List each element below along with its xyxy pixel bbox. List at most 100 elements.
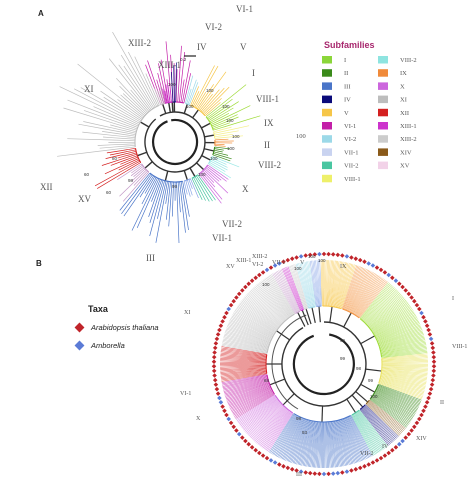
branch (344, 266, 361, 310)
branch (220, 352, 267, 359)
branch (221, 374, 267, 383)
branch (354, 275, 380, 315)
taxa-marker (217, 327, 222, 333)
branch (251, 405, 284, 440)
branch (179, 181, 186, 233)
branch (269, 413, 294, 453)
taxa-marker (428, 336, 434, 342)
branch (258, 282, 288, 320)
branch (120, 156, 139, 165)
branch (277, 415, 299, 458)
taxa-marker (218, 323, 224, 328)
branch (375, 389, 417, 412)
legend-item: II (322, 69, 348, 77)
taxa-marker (378, 455, 384, 461)
branch (175, 69, 178, 103)
branch (374, 312, 415, 336)
branch (120, 54, 155, 109)
branch (377, 385, 421, 405)
taxa-marker (213, 341, 219, 346)
branch (283, 268, 302, 311)
branch (374, 314, 416, 337)
branch (212, 156, 240, 168)
taxa-marker (330, 252, 336, 257)
branch (238, 304, 277, 332)
branch (236, 394, 276, 420)
clade-label-x: X (242, 184, 249, 194)
branch (249, 404, 283, 438)
branch (220, 369, 267, 376)
branch (377, 324, 421, 343)
branch (213, 115, 261, 131)
branch (224, 333, 269, 348)
branch (350, 415, 372, 457)
branch (326, 260, 330, 307)
branch (353, 274, 379, 315)
bootstrap-value: 100 (210, 156, 218, 161)
branch (286, 418, 304, 462)
branch (246, 402, 281, 434)
branch (214, 143, 225, 145)
bootstrap-value: 100 (232, 134, 240, 139)
branch (270, 274, 295, 315)
branch (325, 260, 328, 307)
branch (350, 271, 372, 313)
clade-branch-group (204, 146, 232, 162)
taxa-marker (303, 253, 308, 258)
branch (349, 270, 371, 313)
branch (214, 135, 244, 139)
clade-label-ii: II (264, 140, 270, 150)
branch (362, 285, 393, 321)
branch (198, 71, 227, 110)
branch (278, 416, 299, 458)
branch (330, 260, 337, 307)
branch (353, 413, 379, 454)
branch (381, 357, 428, 361)
branch (245, 401, 281, 433)
branch (276, 330, 290, 341)
branch (302, 420, 313, 466)
branch (123, 174, 153, 217)
bootstrap-value: 99 (340, 356, 346, 361)
branch (247, 403, 282, 435)
branch (379, 379, 425, 393)
branch (117, 163, 142, 180)
legend-swatch (322, 95, 332, 104)
branch (300, 262, 312, 308)
branch (381, 371, 428, 378)
clade-label-xiv: XIV (416, 436, 427, 442)
branch (377, 385, 421, 403)
clade-branch-group (320, 259, 356, 323)
branch (303, 261, 313, 308)
branch (78, 123, 136, 136)
branch (375, 317, 418, 339)
branch (373, 393, 414, 417)
branch (177, 45, 182, 103)
branch (220, 367, 267, 371)
taxa-swatch (74, 322, 85, 333)
branch (355, 412, 381, 452)
branch (372, 308, 413, 334)
branch (237, 305, 277, 332)
bootstrap-value: 60 (106, 190, 112, 195)
branch (371, 397, 409, 425)
branch (380, 340, 426, 352)
backbone-arc (151, 118, 199, 166)
clade-branch-group (309, 260, 322, 323)
branch (310, 421, 317, 468)
subfamilies-side-label: 100 (296, 133, 306, 140)
branch (280, 416, 301, 459)
branch (335, 420, 346, 466)
branch (278, 270, 299, 312)
branch (165, 181, 170, 204)
taxa-marker (412, 298, 417, 304)
branch (232, 391, 273, 414)
taxa-marker (228, 420, 234, 426)
branch (214, 145, 226, 147)
branch (381, 373, 427, 382)
branch (207, 105, 228, 120)
branch (375, 316, 417, 338)
taxa-marker (431, 373, 436, 378)
branch (379, 379, 425, 392)
branch (200, 89, 220, 112)
